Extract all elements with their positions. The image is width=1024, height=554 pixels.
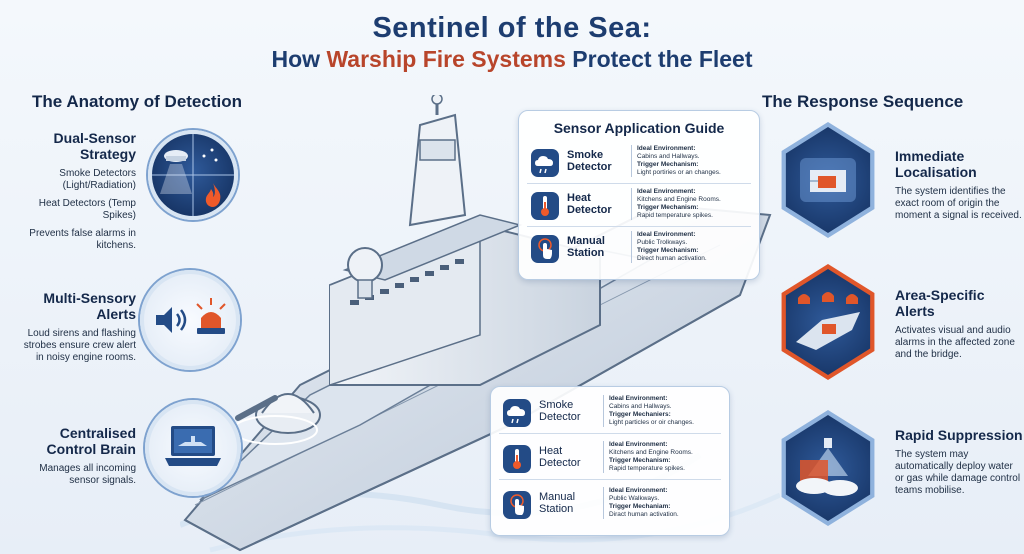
multi-sensory-title: Multi-Sensory Alerts [43, 290, 136, 322]
subtitle-pre: How [271, 46, 327, 72]
guide2-row-name: Manual Station [539, 491, 576, 515]
suppression-title: Rapid Suppression [895, 427, 1023, 443]
thermometer-icon [531, 192, 559, 220]
guide-row-details: Ideal Environment:Public Trolkways.Trigg… [631, 231, 755, 263]
right-item-area-alerts: Area-Specific Alerts Activates visual an… [895, 287, 1023, 361]
left-item-dual-sensor: Dual-Sensor Strategy Smoke Detectors (Li… [18, 130, 136, 252]
cloud-icon [503, 399, 531, 427]
sprinkler-icon [796, 438, 858, 496]
sensor-application-guide: Sensor Application Guide Smoke Detector … [518, 110, 760, 280]
guide2-row-manual: Manual Station Ideal Environment:Public … [499, 485, 721, 525]
guide2-row-smoke: Smoke Detector Ideal Environment:Cabins … [499, 393, 721, 434]
localisation-title: Immediate Localisation [895, 148, 977, 180]
guide-row-heat: Heat Detector Ideal Environment:Kitchens… [527, 186, 751, 227]
right-item-suppression: Rapid Suppression The system may automat… [895, 427, 1023, 497]
thermometer-icon [503, 445, 531, 473]
dual-sensor-smoke-text: Smoke Detectors (Light/Radiation) [59, 168, 136, 191]
guide2-row-details: Ideal Environment:Kitchens and Engine Ro… [603, 441, 727, 473]
guide-row-smoke: Smoke Detector Ideal Environment:Cabins … [527, 143, 751, 184]
localisation-text: The system identifies the exact room of … [895, 186, 1022, 221]
area-alerts-text: Activates visual and audio alarms in the… [895, 325, 1015, 360]
area-alerts-title: Area-Specific Alerts [895, 287, 985, 319]
smoke-detector-icon [152, 134, 234, 216]
dual-sensor-note: Prevents false alarms in kitchens. [29, 228, 136, 251]
right-item-localisation: Immediate Localisation The system identi… [895, 148, 1023, 222]
guide2-row-details: Ideal Environment:Public Walkways.Trigge… [603, 487, 727, 519]
left-item-multi-sensory: Multi-Sensory Alerts Loud sirens and fla… [18, 290, 136, 364]
page-title: Sentinel of the Sea: [372, 12, 652, 44]
alarm-zone-icon [796, 292, 860, 350]
area-alerts-badge [781, 264, 875, 380]
left-item-control-brain: Centralised Control Brain Manages all in… [18, 425, 136, 487]
guide2-row-name: Smoke Detector [539, 399, 581, 423]
siren-icon [196, 298, 226, 334]
guide2-row-name: Heat Detector [539, 445, 581, 469]
suppression-badge [781, 410, 875, 526]
sensor-guide-secondary: Smoke Detector Ideal Environment:Cabins … [490, 386, 730, 536]
guide-row-details: Ideal Environment:Cabins and Hallways.Tr… [631, 145, 755, 177]
laptop-icon [165, 426, 221, 466]
guide-row-name: Manual Station [567, 235, 605, 259]
guide2-row-details: Ideal Environment:Cabins and Hallways.Tr… [603, 395, 727, 427]
guide-title: Sensor Application Guide [553, 120, 725, 136]
left-section-heading: The Anatomy of Detection [32, 92, 242, 111]
subtitle-accent: Warship Fire Systems [326, 46, 566, 72]
right-section-heading: The Response Sequence [762, 92, 964, 111]
page-subtitle: How Warship Fire Systems Protect the Fle… [0, 46, 1024, 73]
heat-flame-icon [205, 183, 221, 207]
multi-sensory-text: Loud sirens and flashing strobes ensure … [23, 328, 136, 363]
speaker-icon [156, 307, 187, 333]
dual-sensor-title: Dual-Sensor Strategy [53, 130, 136, 162]
guide-row-name: Heat Detector [567, 192, 612, 216]
hand-press-icon [503, 491, 531, 519]
localisation-badge [781, 122, 875, 238]
guide-row-manual: Manual Station Ideal Environment:Public … [527, 229, 751, 269]
guide-row-name: Smoke Detector [567, 149, 612, 173]
hand-press-icon [531, 235, 559, 263]
warship-illustration [180, 95, 780, 553]
suppression-text: The system may automatically deploy wate… [895, 449, 1021, 496]
control-brain-badge [145, 400, 241, 496]
multi-sensory-badge [140, 270, 240, 370]
map-locate-icon [800, 158, 856, 202]
guide2-row-heat: Heat Detector Ideal Environment:Kitchens… [499, 439, 721, 480]
dual-sensor-heat-text: Heat Detectors (Temp Spikes) [38, 198, 136, 221]
cloud-icon [531, 149, 559, 177]
control-brain-title: Centralised Control Brain [46, 425, 136, 457]
subtitle-post: Protect the Fleet [565, 46, 753, 72]
control-brain-text: Manages all incoming sensor signals. [39, 463, 136, 486]
guide-row-details: Ideal Environment:Kitchens and Engine Ro… [631, 188, 755, 220]
dual-sensor-badge [148, 130, 238, 220]
